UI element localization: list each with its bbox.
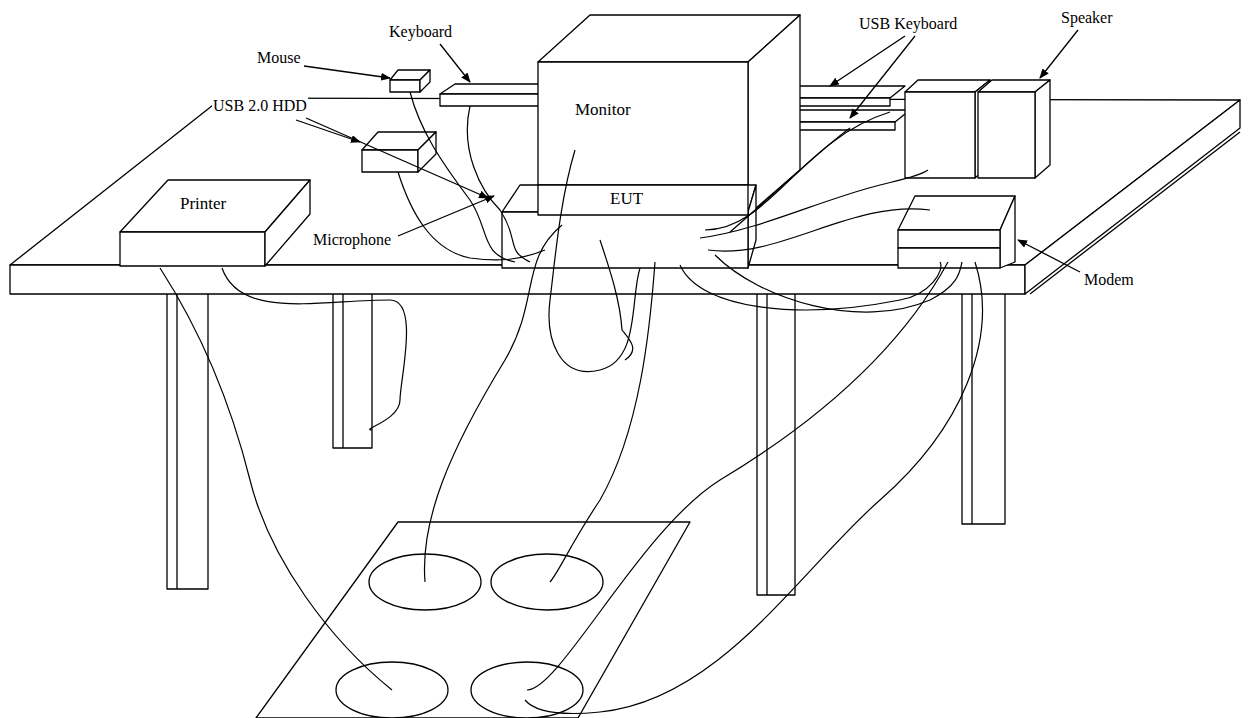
- equipment-box: Monitor: [540, 64, 746, 182]
- equipment-name: Monitor: [575, 100, 631, 120]
- keyboard: [440, 94, 540, 106]
- modem: [898, 230, 1000, 248]
- speaker: [1035, 80, 1050, 178]
- equipment-name: Printer: [180, 194, 226, 214]
- monitor-front: [538, 62, 748, 215]
- eut-front: [502, 212, 748, 268]
- speaker: [978, 92, 1035, 178]
- part-label: Mouse: [256, 48, 302, 67]
- equipment-box: Printer: [168, 182, 306, 230]
- floor-hole: [491, 554, 603, 610]
- modem: [1000, 196, 1015, 268]
- printer-front: [120, 232, 265, 266]
- usb-hdd: [418, 132, 436, 172]
- table-leg: [333, 293, 372, 448]
- table-leg: [167, 293, 208, 589]
- table-side: [1025, 100, 1240, 294]
- part-label: USB 2.0 HDD: [212, 96, 308, 115]
- part-label: Speaker: [1060, 8, 1114, 27]
- printer-side: [265, 180, 310, 266]
- table-leg: [962, 293, 1005, 524]
- usb-hdd: [362, 150, 418, 172]
- equipment-name: EUT: [610, 189, 643, 209]
- modem: [898, 196, 1015, 230]
- cables: [160, 92, 982, 714]
- leader-lines: [296, 30, 1080, 272]
- part-label: Keyboard: [388, 22, 453, 41]
- part-label: USB Keyboard: [858, 14, 958, 33]
- speaker: [905, 92, 975, 178]
- equipment-box: EUT: [560, 187, 740, 211]
- monitor-front: [538, 185, 748, 215]
- floor-pad: [256, 522, 690, 718]
- mouse: [390, 80, 420, 92]
- keyboard: [440, 84, 552, 94]
- modem: [898, 248, 1000, 268]
- part-label: Modem: [1083, 270, 1135, 289]
- table-edge: [10, 265, 1025, 294]
- mouse: [420, 70, 430, 92]
- part-label: Microphone: [312, 230, 392, 249]
